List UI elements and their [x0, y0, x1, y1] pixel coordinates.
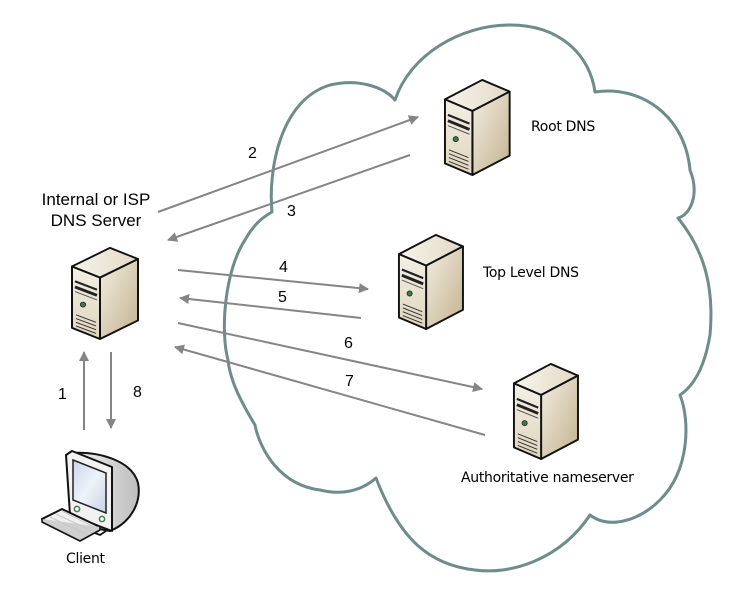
step-label-4: 4: [279, 259, 288, 276]
isp-dns-server-label-line1: Internal or ISP: [41, 190, 151, 209]
tld-dns-label: Top Level DNS: [483, 265, 579, 281]
isp-dns-server-label-line2: DNS Server: [50, 211, 142, 230]
authoritative-server-icon: [512, 362, 580, 461]
step-label-2: 2: [248, 145, 257, 162]
authoritative-nameserver-label: Authoritative nameserver: [461, 470, 634, 486]
arrow-step-3: [167, 154, 411, 242]
arrow-step-2: [157, 115, 419, 213]
step-label-5: 5: [278, 289, 287, 306]
step-label-6: 6: [344, 335, 353, 352]
arrow-step-7: [174, 344, 486, 436]
client-computer-icon: [41, 450, 140, 542]
isp-dns-server-label: Internal or ISP DNS Server: [26, 189, 166, 231]
client-label: Client: [66, 551, 105, 567]
internet-cloud: [222, 23, 713, 573]
tld-dns-server-icon: [397, 233, 465, 331]
root-dns-server-icon: [443, 78, 512, 177]
arrow-step-5: [179, 294, 362, 319]
step-label-8: 8: [133, 384, 142, 401]
flow-arrows: [79, 115, 486, 436]
isp-dns-server-icon: [70, 246, 140, 341]
step-label-7: 7: [345, 373, 354, 390]
step-label-3: 3: [287, 203, 296, 220]
step-label-1: 1: [58, 386, 67, 403]
arrow-step-4: [177, 269, 369, 294]
root-dns-label: Root DNS: [531, 119, 595, 135]
arrow-step-6: [177, 322, 483, 392]
